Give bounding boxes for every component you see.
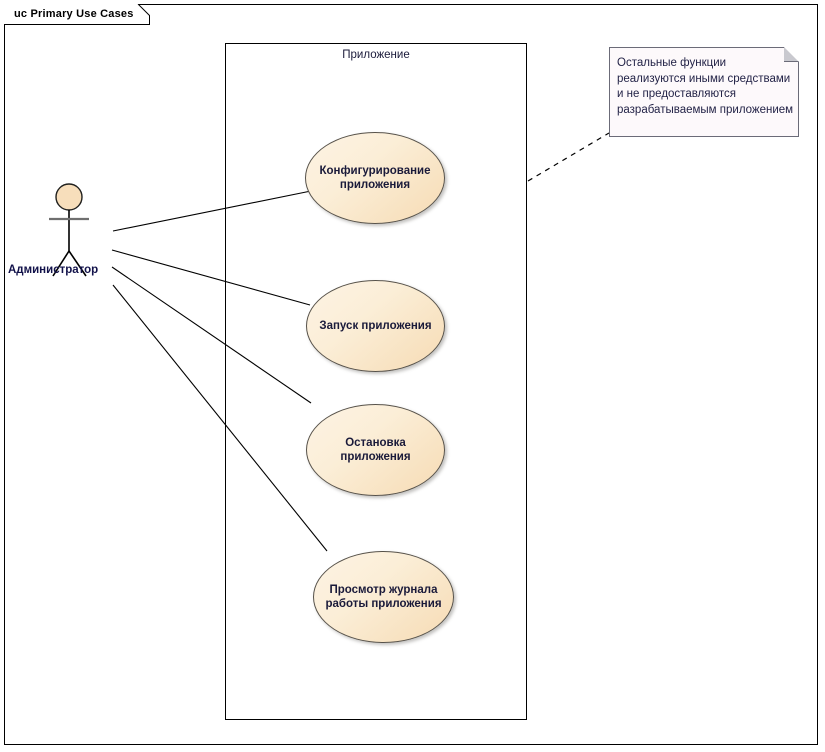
note-box[interactable]: [609, 47, 799, 137]
use-case-start-label: Запуск приложения: [319, 320, 432, 332]
actor-head-icon: [55, 183, 83, 211]
actor-leg-right-icon: [68, 250, 87, 277]
actor-leg-left-icon: [52, 250, 70, 277]
actor-administrator[interactable]: [30, 178, 150, 288]
use-case-stop-label: Остановка приложения: [340, 437, 411, 463]
diagram-frame: [4, 4, 818, 745]
note-text: Остальные функции реализуются иными сред…: [617, 57, 794, 116]
use-case-configure[interactable]: Конфигурирование приложения: [305, 132, 445, 224]
use-case-view-log[interactable]: Просмотр журнала работы приложения: [313, 551, 454, 643]
diagram-title: uc Primary Use Cases: [14, 8, 134, 20]
use-case-configure-label: Конфигурирование приложения: [319, 165, 431, 191]
use-case-view-log-label: Просмотр журнала работы приложения: [325, 584, 442, 610]
actor-label: Администратор: [8, 264, 99, 276]
system-boundary-label: Приложение: [342, 49, 410, 61]
use-case-stop[interactable]: Остановка приложения: [306, 404, 445, 496]
use-case-start[interactable]: Запуск приложения: [306, 280, 445, 372]
